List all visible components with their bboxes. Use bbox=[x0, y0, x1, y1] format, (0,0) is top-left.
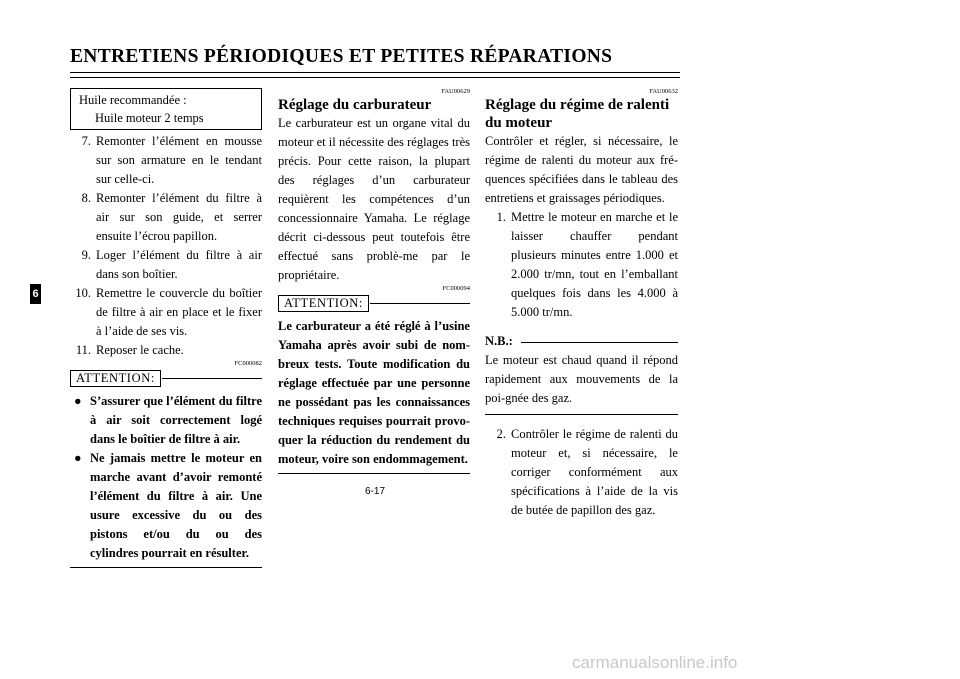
step-number: 1. bbox=[496, 210, 506, 224]
recommended-oil-value: Huile moteur 2 temps bbox=[95, 111, 204, 125]
step-number: 11. bbox=[75, 343, 91, 357]
step-text: Remonter l’élément du filtre à air sur s… bbox=[96, 191, 262, 243]
chapter-tab: 6 bbox=[30, 284, 41, 304]
attention-rule bbox=[370, 303, 470, 304]
note-end-rule bbox=[485, 414, 678, 415]
note-text: Le moteur est chaud quand il répond rapi… bbox=[485, 353, 678, 405]
recommended-oil-box: Huile recommandée : Huile moteur 2 temps bbox=[70, 88, 262, 130]
attention-end-rule bbox=[70, 567, 262, 568]
step-number: 8. bbox=[81, 191, 91, 205]
step-2: 2. Contrôler le régime de ralenti du mote… bbox=[485, 425, 678, 520]
note-heading: N.B.: bbox=[485, 332, 678, 351]
step-text: Remonter l’élément en mousse sur son arm… bbox=[96, 134, 262, 186]
header-rule-top bbox=[70, 72, 680, 73]
note-rule bbox=[520, 342, 678, 343]
attention-heading: ATTENTION: bbox=[278, 295, 470, 317]
bullet-item: ● Ne jamais mettre le moteur en marche av… bbox=[70, 449, 262, 563]
bullet-icon: ● bbox=[74, 394, 82, 408]
reference-code: FC000094 bbox=[442, 285, 470, 292]
attention-text: Le carburateur a été réglé à l’usine Yam… bbox=[278, 319, 470, 466]
attention-label: ATTENTION: bbox=[70, 370, 161, 387]
attention-bullets: ● S’assurer que l’élément du filtre à air… bbox=[70, 392, 262, 563]
step-number: 2. bbox=[496, 427, 506, 441]
step-11: 11. Reposer le cache. bbox=[70, 341, 262, 360]
column-3: FAU00632 Réglage du régime de ralenti du… bbox=[485, 88, 678, 520]
attention-label: ATTENTION: bbox=[278, 295, 369, 312]
step-text: Contrôler le régime de ralenti du moteur… bbox=[511, 427, 678, 517]
bullet-text: S’assurer que l’élément du filtre à air … bbox=[90, 394, 262, 446]
step-text: Reposer le cache. bbox=[96, 343, 184, 357]
step-number: 7. bbox=[81, 134, 91, 148]
section-body: Le carburateur est un organe vital du mo… bbox=[278, 116, 470, 282]
attention-rule bbox=[162, 378, 262, 379]
step-9: 9. Loger l’élément du filtre à air dans s… bbox=[70, 246, 262, 284]
bullet-text: Ne jamais mettre le moteur en marche ava… bbox=[90, 451, 262, 560]
note-label: N.B.: bbox=[485, 334, 513, 348]
step-number: 10. bbox=[75, 286, 91, 300]
column-2: FAU00629 Réglage du carburateur Le carbu… bbox=[278, 88, 470, 474]
section-title-line2: du moteur bbox=[485, 115, 553, 131]
step-10: 10. Remettre le couvercle du boîtier de f… bbox=[70, 284, 262, 341]
page-header-title: ENTRETIENS PÉRIODIQUES ET PETITES RÉPARA… bbox=[70, 46, 613, 67]
step-text: Loger l’élément du filtre à air dans son… bbox=[96, 248, 262, 281]
header-rule-bottom bbox=[70, 77, 680, 78]
step-number: 9. bbox=[81, 248, 91, 262]
reference-code: FAU00629 bbox=[441, 88, 470, 95]
page-number: 6-17 bbox=[365, 486, 386, 497]
reference-code: FAU00632 bbox=[649, 88, 678, 95]
bullet-item: ● S’assurer que l’élément du filtre à air… bbox=[70, 392, 262, 449]
attention-heading: ATTENTION: bbox=[70, 370, 262, 392]
section-title: Réglage du carburateur bbox=[278, 97, 432, 113]
recommended-oil-label: Huile recommandée : bbox=[79, 93, 187, 107]
column-1: Huile recommandée : Huile moteur 2 temps… bbox=[70, 88, 262, 568]
step-1: 1. Mettre le moteur en marche et le laiss… bbox=[485, 208, 678, 322]
section-intro: Contrôler et régler, si nécessaire, le r… bbox=[485, 134, 678, 205]
section-title-line1: Réglage du régime de ralenti bbox=[485, 97, 670, 113]
step-7: 7. Remonter l’élément en mousse sur son a… bbox=[70, 132, 262, 189]
step-8: 8. Remonter l’élément du filtre à air sur… bbox=[70, 189, 262, 246]
reference-code: FC000082 bbox=[234, 360, 262, 367]
step-text: Remettre le couvercle du boîtier de filt… bbox=[96, 286, 262, 338]
attention-end-rule bbox=[278, 473, 470, 474]
step-text: Mettre le moteur en marche et le laisser… bbox=[511, 210, 678, 319]
watermark: carmanualsonline.info bbox=[572, 653, 738, 672]
bullet-icon: ● bbox=[74, 451, 82, 465]
